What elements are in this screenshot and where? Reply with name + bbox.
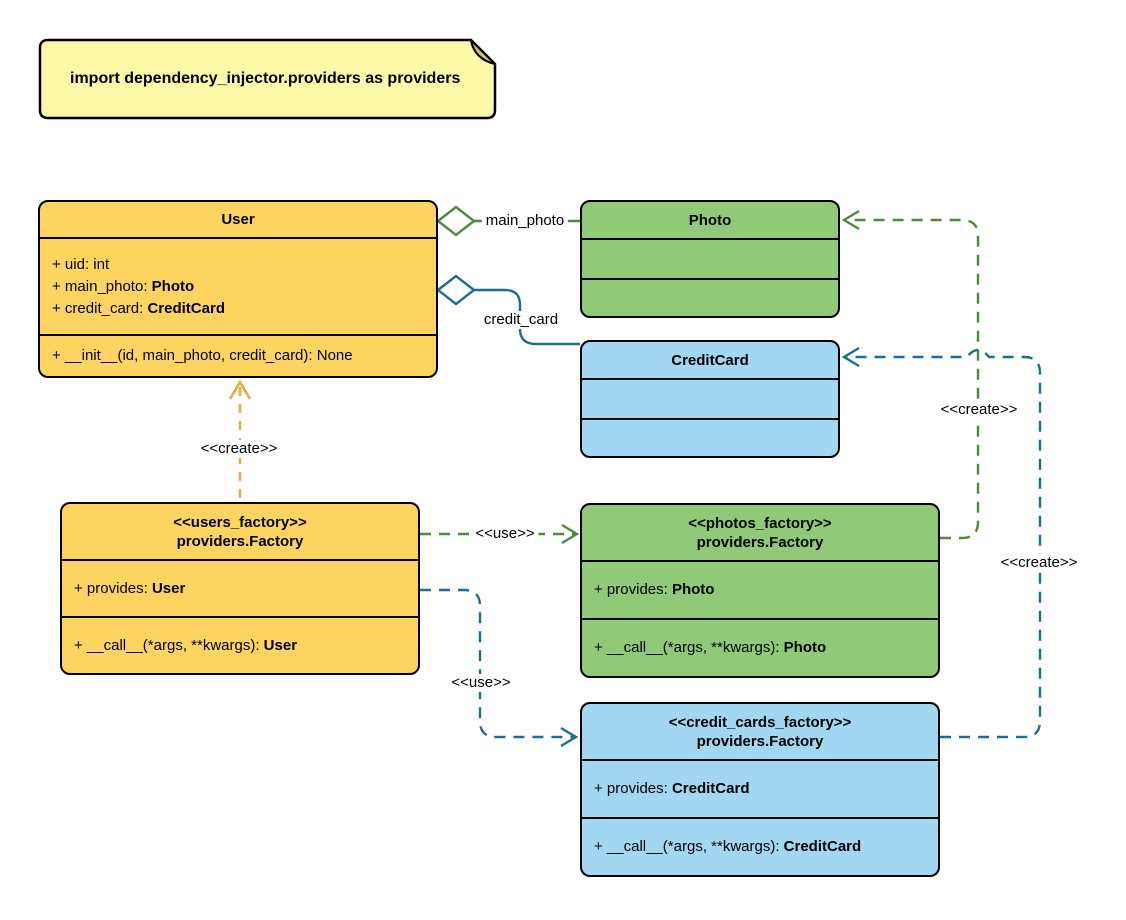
edge-label-create-credit-card: <<create>> xyxy=(996,554,1082,572)
create-credit-card-line xyxy=(845,348,1042,739)
method-text: + __call__(*args, **kwargs): xyxy=(74,636,264,654)
edge-label-use-photos: <<use>> xyxy=(471,525,539,543)
class-credit-card: CreditCard xyxy=(580,340,840,458)
class-users-factory: <<users_factory>> providers.Factory + pr… xyxy=(60,502,420,675)
class-user-title: User xyxy=(40,202,436,237)
use-photos-arrowhead xyxy=(561,523,580,545)
create-photo-arrowhead xyxy=(841,209,860,231)
attribute-type: CreditCard xyxy=(671,780,750,797)
class-name: providers.Factory xyxy=(696,533,824,551)
attribute-row: + provides: User xyxy=(74,578,418,600)
class-stereotype: <<credit_cards_factory>> xyxy=(668,713,852,731)
edge-label-credit-card: credit_card xyxy=(479,311,563,329)
note-body xyxy=(38,38,497,120)
attribute-text: + main_photo: xyxy=(52,277,152,295)
attribute-row: + provides: CreditCard xyxy=(594,778,938,800)
use-credit-cards-arrowhead xyxy=(560,726,579,748)
class-name: CreditCard xyxy=(671,351,749,369)
class-credit-cards-factory-title: <<credit_cards_factory>> providers.Facto… xyxy=(582,704,938,759)
class-name: Photo xyxy=(688,211,732,229)
create-photo-line xyxy=(845,218,980,540)
class-photo-title: Photo xyxy=(582,202,838,238)
class-credit-card-title: CreditCard xyxy=(582,342,838,378)
class-photo-methods xyxy=(582,278,838,316)
method-row: + __call__(*args, **kwargs): User xyxy=(74,635,418,657)
edge-create-photo xyxy=(841,209,980,540)
class-credit-card-attributes xyxy=(582,378,838,418)
use-credit-cards-line xyxy=(420,588,574,739)
class-user: User + uid: int + main_photo: Photo + cr… xyxy=(38,200,438,378)
class-users-factory-attributes: + provides: User xyxy=(62,559,418,616)
method-type: User xyxy=(263,636,298,654)
attribute-row: + main_photo: Photo xyxy=(52,276,436,298)
attribute-text: + provides: xyxy=(594,780,672,797)
class-photo: Photo xyxy=(580,200,840,318)
class-user-methods: + __init__(id, main_photo, credit_card):… xyxy=(40,334,436,376)
note-label: import dependency_injector.providers as … xyxy=(70,70,461,87)
class-credit-cards-factory-methods: + __call__(*args, **kwargs): CreditCard xyxy=(582,817,938,875)
edge-label-create-user: <<create>> xyxy=(196,440,282,458)
class-credit-cards-factory: <<credit_cards_factory>> providers.Facto… xyxy=(580,702,940,877)
class-name: User xyxy=(221,211,255,228)
edge-use-credit-cards xyxy=(420,588,579,748)
class-photos-factory: <<photos_factory>> providers.Factory + p… xyxy=(580,503,940,678)
aggregation-diamond-main-photo xyxy=(436,205,476,237)
attribute-text: + provides: xyxy=(74,579,152,597)
method-type: CreditCard xyxy=(783,838,862,855)
method-text: + __call__(*args, **kwargs): xyxy=(594,639,784,656)
aggregation-diamond-credit-card xyxy=(436,274,476,306)
class-photos-factory-methods: + __call__(*args, **kwargs): Photo xyxy=(582,618,938,676)
edge-aggregation-credit-card xyxy=(436,274,580,346)
create-user-arrowhead xyxy=(228,379,252,400)
class-user-attributes: + uid: int + main_photo: Photo + credit_… xyxy=(40,237,436,334)
method-type: Photo xyxy=(783,639,827,656)
class-users-factory-methods: + __call__(*args, **kwargs): User xyxy=(62,616,418,673)
attribute-text: + credit_card: xyxy=(52,299,148,317)
class-name: providers.Factory xyxy=(696,732,824,750)
attribute-text: + provides: xyxy=(594,581,672,598)
class-stereotype: <<photos_factory>> xyxy=(688,514,832,532)
class-name: providers.Factory xyxy=(176,532,304,550)
class-photos-factory-title: <<photos_factory>> providers.Factory xyxy=(582,505,938,560)
attribute-row: + credit_card: CreditCard xyxy=(52,298,436,320)
edge-label-use-credit-cards: <<use>> xyxy=(447,674,515,692)
class-photo-attributes xyxy=(582,238,838,278)
method-row: + __init__(id, main_photo, credit_card):… xyxy=(52,345,436,367)
class-credit-card-methods xyxy=(582,418,838,456)
edge-label-main-photo: main_photo xyxy=(481,212,569,230)
attribute-text: + uid: int xyxy=(52,255,110,273)
class-credit-cards-factory-attributes: + provides: CreditCard xyxy=(582,759,938,817)
method-text: + __init__(id, main_photo, credit_card):… xyxy=(52,347,353,364)
method-text: + __call__(*args, **kwargs): xyxy=(594,838,784,855)
class-photos-factory-attributes: + provides: Photo xyxy=(582,560,938,618)
attribute-row: + provides: Photo xyxy=(594,579,938,601)
attribute-type: Photo xyxy=(671,581,715,598)
create-credit-card-arrowhead xyxy=(841,346,860,368)
class-users-factory-title: <<users_factory>> providers.Factory xyxy=(62,504,418,559)
note: import dependency_injector.providers as … xyxy=(40,40,495,118)
note-fold-corner xyxy=(469,38,497,66)
edge-label-create-photo: <<create>> xyxy=(936,401,1022,419)
attribute-type: Photo xyxy=(151,277,195,295)
edge-create-credit-card xyxy=(841,346,1042,739)
attribute-row: + uid: int xyxy=(52,254,436,276)
method-row: + __call__(*args, **kwargs): Photo xyxy=(594,637,938,659)
attribute-type: CreditCard xyxy=(147,299,225,317)
attribute-type: User xyxy=(151,579,186,597)
note-shape xyxy=(38,38,497,120)
method-row: + __call__(*args, **kwargs): CreditCard xyxy=(594,836,938,858)
class-stereotype: <<users_factory>> xyxy=(173,513,307,531)
